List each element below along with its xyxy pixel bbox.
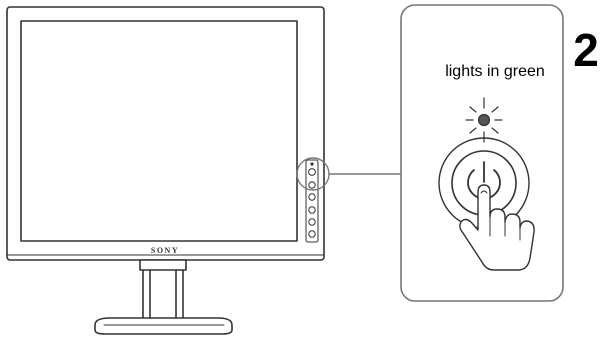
brand-label: SONY bbox=[151, 246, 179, 255]
side-button[interactable] bbox=[308, 218, 316, 226]
step-number: 2 bbox=[573, 24, 599, 76]
side-button[interactable] bbox=[308, 230, 316, 238]
side-button[interactable] bbox=[308, 181, 316, 189]
side-button[interactable] bbox=[308, 193, 316, 201]
side-button[interactable] bbox=[308, 206, 316, 214]
monitor-screen bbox=[20, 20, 298, 242]
pointing-finger-icon bbox=[459, 184, 535, 271]
small-led bbox=[310, 162, 314, 166]
power-button-small[interactable] bbox=[308, 168, 316, 176]
monitor-stand bbox=[94, 259, 233, 335]
indicator-led bbox=[465, 97, 503, 143]
indicator-label: lights in green bbox=[445, 63, 545, 80]
monitor-side-buttons bbox=[305, 159, 319, 243]
